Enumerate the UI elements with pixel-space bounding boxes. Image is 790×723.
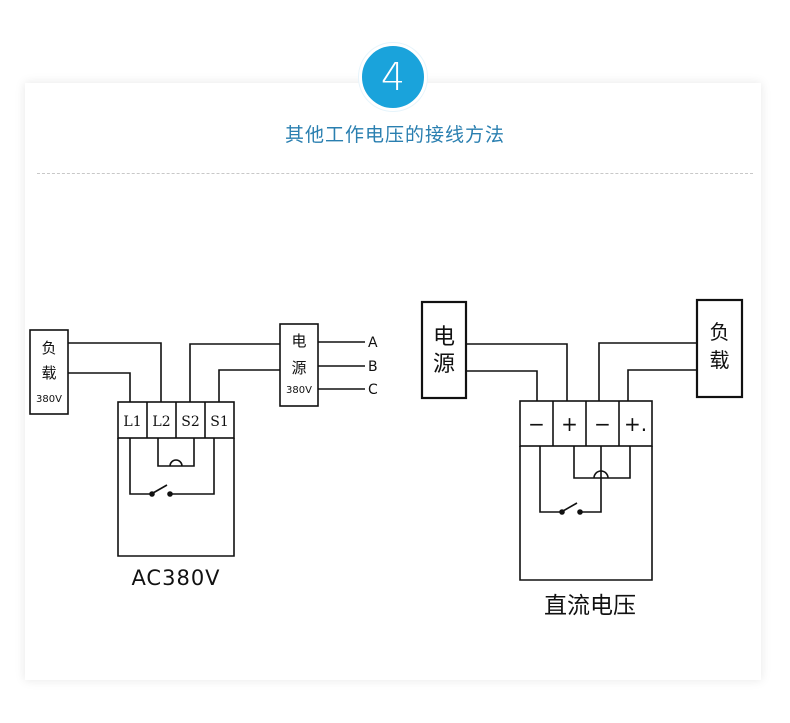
left-power-box: [279, 323, 319, 407]
terminal-minus-1: −: [528, 412, 545, 436]
phase-a-label: A: [368, 335, 378, 351]
right-load-box: [695, 298, 744, 399]
terminal-L1: L1: [123, 414, 141, 430]
dc-diagram: [420, 298, 744, 581]
terminal-S1: S1: [210, 414, 229, 430]
right-controller-body: [519, 446, 653, 581]
left-caption: AC380V: [131, 566, 220, 590]
wire-load-top-to-L2: [68, 342, 162, 402]
left-load-char-1: 负: [41, 339, 56, 357]
step-number-badge: 4: [359, 43, 427, 111]
wire-load-bottom-to-L1: [68, 372, 131, 402]
right-power-box: [420, 300, 468, 400]
right-power-char-1: 电: [433, 325, 455, 350]
ac380v-diagram: [29, 323, 365, 557]
section-title: 其他工作电压的接线方法: [284, 124, 505, 146]
right-power-char-2: 源: [433, 352, 455, 377]
left-controller-body: [117, 438, 235, 557]
left-jumper: [157, 438, 195, 467]
terminal-minus-2: −: [594, 412, 611, 436]
terminal-plus-1: +: [561, 412, 578, 436]
wire-power-top-to-plus: [466, 343, 568, 401]
wire-S2-to-power: [189, 343, 280, 402]
wire-minus2-to-load: [598, 342, 697, 401]
left-power-char-1: 电: [291, 332, 306, 350]
left-load-voltage: 380V: [36, 394, 62, 405]
terminal-S2: S2: [181, 414, 200, 430]
wire-power-bottom-to-minus: [466, 370, 538, 401]
phase-c-label: C: [368, 382, 378, 398]
right-load-char-2: 载: [710, 348, 730, 372]
right-caption: 直流电压: [544, 593, 636, 619]
left-load-char-2: 载: [41, 364, 56, 382]
right-load-char-1: 负: [710, 320, 730, 344]
phase-b-label: B: [368, 359, 378, 375]
wire-S1-to-power: [218, 369, 280, 402]
wire-plus2-to-load: [627, 369, 697, 401]
right-jumper: [573, 446, 631, 479]
left-power-voltage: 380V: [286, 385, 312, 396]
left-load-box: [29, 329, 69, 415]
terminal-plus-2: +.: [624, 412, 647, 436]
dashed-divider: [37, 173, 753, 174]
left-power-char-2: 源: [291, 359, 306, 377]
terminal-L2: L2: [152, 414, 170, 430]
